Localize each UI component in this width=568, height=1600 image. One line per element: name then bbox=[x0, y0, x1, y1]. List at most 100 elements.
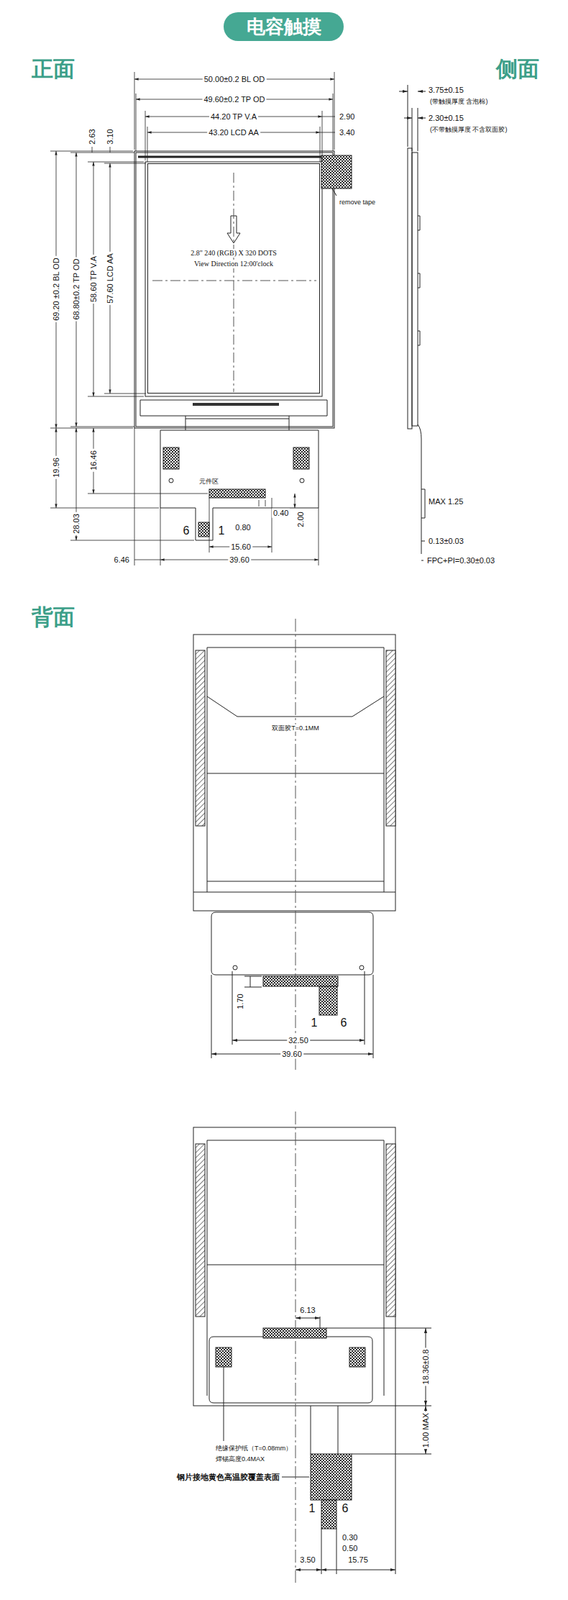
back-view-two-part bbox=[223, 1366, 225, 1441]
dimension-label: 68.80±0.2 TP OD bbox=[71, 256, 82, 321]
back-view-two-part bbox=[295, 1110, 297, 1582]
back-view-two-part bbox=[321, 1499, 337, 1528]
dimension-label: 6.13 bbox=[298, 1304, 317, 1315]
back-view-two-part bbox=[326, 1327, 432, 1454]
front-view-part bbox=[163, 447, 180, 469]
pin-number: 1 bbox=[307, 1501, 318, 1515]
dimension-label: 15.75 bbox=[346, 1554, 370, 1564]
dimension-label: 49.60±0.2 TP OD bbox=[202, 94, 267, 105]
side-view-part bbox=[399, 91, 408, 93]
front-view-part bbox=[192, 402, 279, 406]
front-view-part bbox=[198, 521, 210, 537]
note-label: (带触摸厚度 含泡棉) bbox=[428, 97, 490, 105]
front-view-part bbox=[145, 161, 323, 397]
note-label: (不带触摸厚度 不含双面胶) bbox=[428, 125, 510, 134]
back-view-one-part bbox=[319, 985, 338, 1015]
back-view-one-part bbox=[263, 975, 338, 986]
dimension-label: 16.46 bbox=[89, 448, 99, 472]
back-view-one-part bbox=[244, 975, 262, 987]
side-view-part bbox=[404, 117, 412, 119]
back-view-two-part bbox=[295, 1317, 320, 1318]
dimension-label: 58.60 TP V.A bbox=[89, 254, 99, 304]
front-view-part bbox=[134, 150, 335, 428]
front-view-part bbox=[168, 478, 174, 483]
dimension-label: 1.00 MAX bbox=[421, 1410, 431, 1449]
dimension-label: 57.60 LCD AA bbox=[105, 251, 116, 305]
dimension-label: MAX 1.25 bbox=[427, 496, 465, 507]
side-view-part bbox=[407, 148, 412, 429]
note-label: 焊锡高度0.4MAX bbox=[214, 1454, 267, 1462]
front-view-part bbox=[293, 447, 310, 469]
pin-number: 6 bbox=[340, 1501, 351, 1515]
dimension-label: 2.30±0.15 bbox=[427, 113, 466, 123]
front-dimension-lines-part bbox=[294, 493, 296, 508]
front-view-part bbox=[332, 188, 337, 196]
section-heading: 背面 bbox=[30, 604, 77, 630]
note-label: 元件区 bbox=[197, 477, 221, 485]
back-view-two-part bbox=[386, 1143, 396, 1316]
side-view-part bbox=[421, 488, 425, 518]
front-view-part bbox=[135, 152, 333, 427]
dimension-label: 15.60 bbox=[229, 542, 253, 552]
back-view-one-part bbox=[386, 649, 396, 826]
dimension-label: 2.63 bbox=[87, 127, 98, 146]
panel-spec-text: 2.8" 240 (RGB) X 320 DOTS bbox=[189, 248, 279, 258]
back-view-one-part bbox=[232, 964, 238, 970]
dimension-label: FPC+PI=0.30±0.03 bbox=[425, 555, 497, 566]
dimension-label: 2.00 bbox=[296, 509, 306, 528]
dimension-label: 0.40 bbox=[271, 508, 290, 518]
back-view-one-part bbox=[193, 634, 396, 911]
back-view-one bbox=[193, 618, 396, 1072]
dimension-label: 32.50 bbox=[286, 1035, 310, 1045]
dimension-label: 0.13±0.03 bbox=[427, 536, 466, 546]
front-dimension-lines-part bbox=[322, 116, 336, 118]
note-label: 绝缘保护纸（T=0.08mm） bbox=[214, 1443, 294, 1451]
dimension-label: 39.60 bbox=[227, 555, 251, 565]
pin-number: 1 bbox=[309, 1015, 320, 1029]
back-view-one-part bbox=[250, 975, 251, 987]
back-view-two-part bbox=[215, 1346, 232, 1367]
side-view-part bbox=[411, 152, 418, 426]
side-view-part bbox=[417, 91, 426, 93]
back-view-one-part bbox=[211, 911, 374, 975]
note-label: 钢片接地黄色高温胶覆盖表面 bbox=[175, 1471, 282, 1482]
section-heading: 侧面 bbox=[494, 56, 541, 82]
dimension-label: 19.96 bbox=[51, 455, 62, 479]
front-view-part bbox=[185, 415, 290, 430]
front-dimension-lines bbox=[50, 71, 336, 566]
dimension-label: 50.00±0.2 BL OD bbox=[202, 74, 267, 85]
back-view-one-part bbox=[295, 618, 297, 1072]
side-view bbox=[399, 84, 426, 561]
panel-spec-text: View Direction 12:00'clock bbox=[192, 259, 275, 269]
back-view-two-part bbox=[263, 1327, 327, 1338]
front-view-part bbox=[140, 399, 328, 416]
front-view-part bbox=[160, 429, 319, 540]
front-dimension-lines-part bbox=[134, 71, 335, 162]
front-dimension-lines-part bbox=[50, 150, 208, 540]
dimension-label: 43.20 LCD AA bbox=[207, 127, 261, 138]
section-heading: 正面 bbox=[30, 56, 77, 82]
back-view-one-part bbox=[195, 649, 205, 826]
front-dimension-lines-part bbox=[134, 427, 319, 566]
back-view-one-part bbox=[359, 964, 364, 970]
back-view-two-part bbox=[295, 1568, 322, 1570]
back-view-one-part bbox=[193, 647, 396, 892]
side-view-part bbox=[417, 215, 420, 346]
pin-number: 6 bbox=[339, 1015, 349, 1029]
pin-number: 6 bbox=[181, 524, 192, 538]
back-view-one-part bbox=[211, 970, 374, 1058]
back-view-two-part bbox=[321, 1568, 396, 1570]
pin-number: 1 bbox=[217, 524, 227, 538]
dimension-label: 3.75±0.15 bbox=[427, 85, 466, 95]
front-dimension-lines-part bbox=[319, 132, 336, 134]
front-dimension-lines-part bbox=[92, 146, 111, 153]
dimension-label: 6.46 bbox=[112, 555, 131, 565]
front-view-part bbox=[138, 156, 331, 159]
dimension-label: 3.40 bbox=[337, 127, 356, 138]
dimension-label: 28.03 bbox=[71, 511, 82, 535]
dimension-label: 3.50 bbox=[298, 1554, 317, 1564]
dimension-label: 0.80 bbox=[233, 522, 252, 533]
side-view-part bbox=[417, 117, 426, 119]
